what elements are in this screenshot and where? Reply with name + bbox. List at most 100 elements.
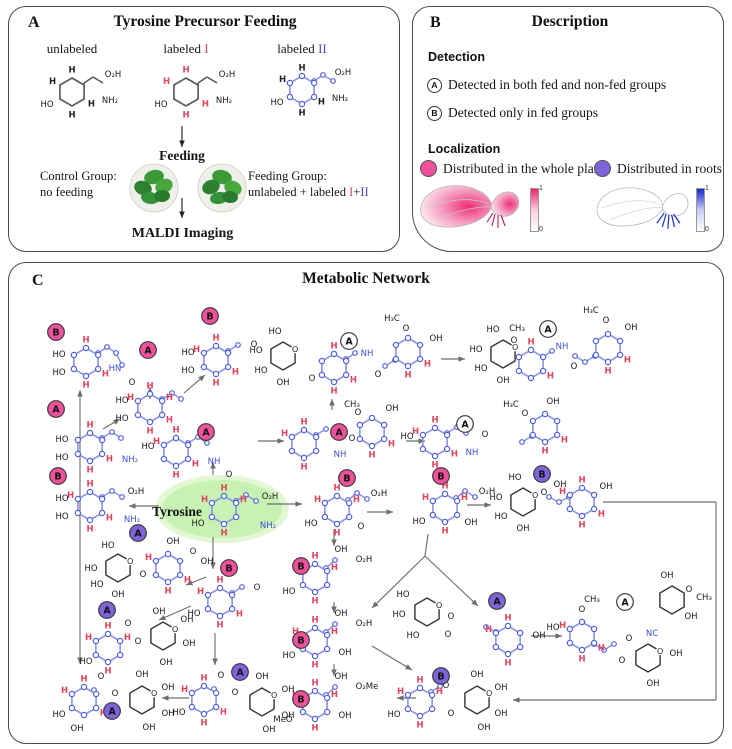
svg-text:H: H: [172, 426, 179, 436]
svg-text:OH: OH: [546, 397, 559, 407]
svg-text:HO: HO: [392, 610, 405, 620]
svg-text:H: H: [200, 674, 207, 684]
svg-text:O₂H: O₂H: [128, 487, 145, 497]
svg-text:HO: HO: [249, 346, 262, 356]
svg-text:O: O: [135, 637, 142, 647]
svg-text:H: H: [598, 643, 605, 653]
svg-text:O₂H: O₂H: [335, 68, 352, 78]
detection-item-b: B Detected only in fed groups: [427, 105, 598, 121]
detection-heading: Detection: [428, 50, 485, 64]
svg-text:H: H: [451, 449, 458, 459]
svg-text:O: O: [445, 630, 452, 640]
svg-text:OH: OH: [152, 607, 165, 617]
svg-text:H: H: [441, 482, 448, 492]
badge-a-purple: A: [98, 601, 116, 619]
whole-plant-image: [420, 185, 520, 228]
svg-text:NH₂: NH₂: [124, 515, 140, 525]
svg-text:H: H: [153, 437, 160, 447]
svg-text:OH: OH: [494, 683, 507, 693]
svg-text:HO: HO: [508, 473, 521, 483]
svg-text:H: H: [146, 382, 153, 392]
maldi-label: MALDI Imaging: [131, 226, 234, 241]
svg-text:H: H: [397, 687, 404, 697]
arrow: [77, 390, 83, 664]
feeding-plant-photo: [197, 163, 247, 213]
badge-a-purple: A: [488, 592, 506, 610]
svg-text:O: O: [448, 709, 455, 719]
svg-text:OH: OH: [553, 480, 566, 490]
svg-text:OH: OH: [200, 557, 213, 567]
svg-text:H: H: [412, 427, 419, 437]
svg-text:HO: HO: [254, 366, 267, 376]
svg-text:HO: HO: [396, 590, 409, 600]
svg-text:HO: HO: [546, 623, 559, 633]
svg-text:NH₂: NH₂: [122, 455, 138, 465]
svg-text:O: O: [129, 378, 136, 388]
svg-text:OH: OH: [262, 725, 275, 735]
svg-text:A: A: [461, 419, 469, 430]
svg-text:H: H: [404, 371, 411, 381]
svg-text:H: H: [578, 521, 585, 531]
svg-text:O: O: [657, 647, 663, 656]
svg-text:H: H: [333, 484, 340, 494]
badge-a-open: A: [340, 332, 358, 350]
svg-text:NH: NH: [361, 349, 374, 359]
arrow: [331, 529, 337, 546]
svg-text:NH₂: NH₂: [332, 94, 348, 104]
whole-plant-dot: [420, 160, 437, 177]
arrow: [424, 533, 429, 557]
svg-text:O: O: [218, 671, 225, 681]
svg-text:H: H: [193, 345, 200, 355]
svg-text:OH: OH: [142, 723, 155, 733]
svg-text:OH: OH: [660, 571, 673, 581]
svg-text:O₂H: O₂H: [356, 555, 373, 565]
svg-text:HN: HN: [109, 364, 122, 374]
svg-text:CH₃: CH₃: [344, 400, 360, 410]
badge-a-pink: A: [47, 400, 65, 418]
svg-text:H: H: [181, 685, 188, 695]
svg-text:NH₂: NH₂: [102, 96, 118, 106]
svg-text:H: H: [166, 393, 173, 403]
svg-text:O: O: [125, 619, 132, 629]
svg-text:B: B: [437, 471, 444, 482]
variant-label-unlabeled: unlabeled: [46, 41, 98, 56]
svg-text:O: O: [358, 522, 365, 532]
svg-text:B: B: [538, 469, 545, 480]
svg-text:OH: OH: [669, 649, 682, 659]
svg-text:HO: HO: [474, 364, 487, 374]
svg-text:H: H: [330, 342, 337, 352]
control-group-text: Control Group:no feeding: [40, 169, 117, 200]
svg-text:NH: NH: [334, 450, 347, 460]
panel-c-letter: C: [32, 272, 44, 289]
svg-text:B: B: [297, 694, 304, 705]
svg-text:H: H: [124, 633, 131, 643]
svg-text:H: H: [184, 575, 191, 585]
arrow: [185, 576, 207, 586]
svg-text:OH: OH: [161, 683, 174, 693]
detection-badge-a: A: [427, 77, 442, 93]
svg-text:O: O: [511, 336, 518, 346]
svg-text:H: H: [485, 625, 492, 635]
arrow: [329, 399, 335, 410]
svg-text:H: H: [561, 435, 568, 445]
svg-text:B: B: [225, 563, 232, 574]
arrow: [212, 633, 218, 665]
svg-text:OH: OH: [338, 648, 351, 658]
svg-text:H: H: [298, 64, 305, 74]
feeding-label: Feeding: [159, 148, 205, 163]
svg-text:H: H: [431, 416, 438, 426]
svg-text:B: B: [297, 561, 304, 572]
svg-text:H: H: [68, 111, 75, 121]
svg-text:H: H: [350, 375, 357, 385]
svg-text:OH: OH: [161, 709, 174, 719]
badge-b-pink: B: [220, 559, 238, 577]
svg-text:H: H: [578, 476, 585, 486]
svg-text:H: H: [86, 421, 93, 431]
